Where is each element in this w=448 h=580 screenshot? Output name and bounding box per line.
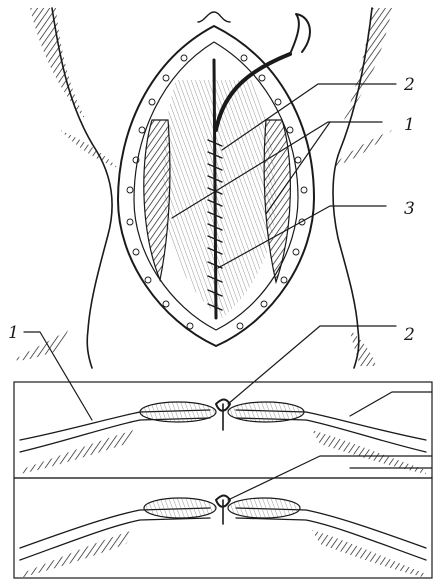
xiphoid-notch <box>198 12 230 22</box>
abdomen-figure <box>14 8 392 368</box>
cross-section-panels <box>14 382 432 578</box>
rib-shading-left <box>30 8 86 120</box>
needle-icon <box>290 14 310 54</box>
upper-section-tissue <box>20 400 426 475</box>
label-top-1: 1 <box>404 115 415 135</box>
rib-shading-left-lower <box>60 130 118 168</box>
rectus-section-left <box>140 402 216 422</box>
rectus-muscle-left <box>144 120 170 280</box>
rectus-section-right-lower <box>228 498 300 518</box>
rectus-muscle-right <box>264 120 290 282</box>
rib-shading-right-lower <box>330 130 392 168</box>
rectus-section-left-lower <box>144 498 216 518</box>
label-top-3: 3 <box>404 199 415 219</box>
flank-shading-right <box>350 330 376 366</box>
label-bottom-2: 2 <box>403 325 415 345</box>
label-top-2: 2 <box>403 75 415 95</box>
rectus-section-right <box>228 402 304 422</box>
label-bottom-1: 1 <box>8 323 19 343</box>
lower-section-tissue <box>20 496 426 579</box>
rib-shading-right <box>344 8 392 120</box>
